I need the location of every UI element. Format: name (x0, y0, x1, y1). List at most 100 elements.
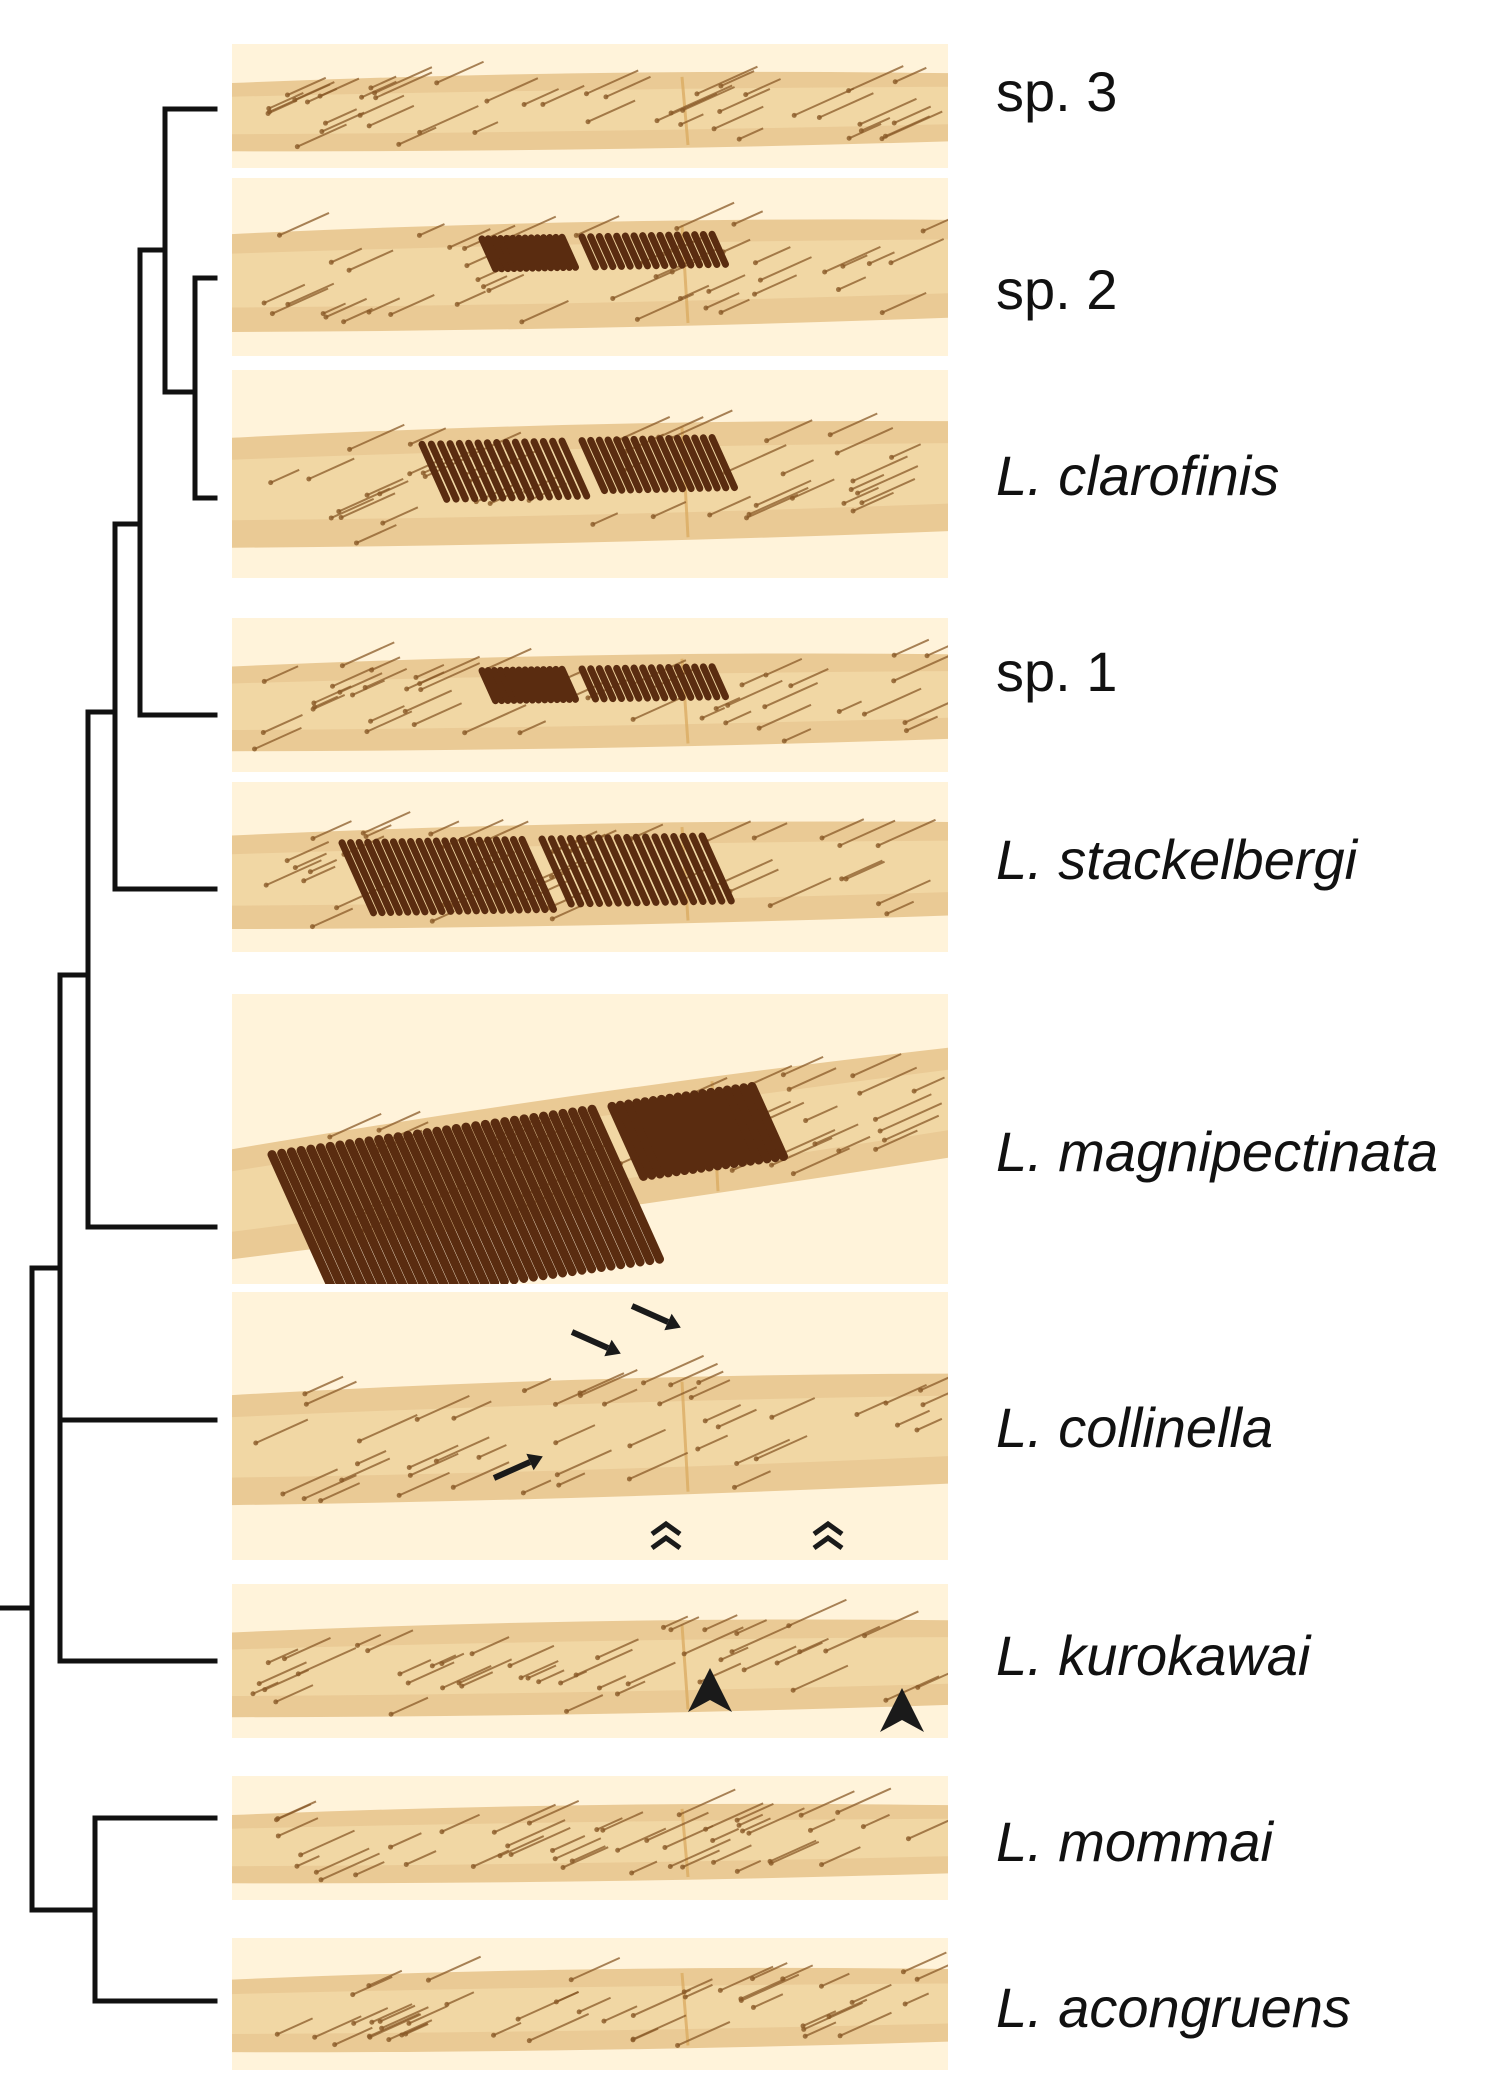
seta (717, 1408, 757, 1428)
seta-socket (526, 2038, 532, 2044)
seta (705, 1802, 764, 1831)
sex-comb-tooth (490, 235, 512, 273)
sex-comb-tooth (739, 1083, 780, 1163)
sex-comb-tooth (432, 837, 472, 915)
sex-comb-tooth (432, 1126, 509, 1284)
sex-comb-tooth (665, 663, 686, 701)
seta (522, 1479, 552, 1494)
seta (325, 297, 368, 318)
seta (891, 443, 922, 459)
seta (420, 662, 481, 691)
seta-socket (601, 1401, 607, 1407)
seta-socket (734, 1817, 740, 1823)
sex-comb-tooth (364, 1136, 439, 1284)
seta (603, 2005, 638, 2023)
seta (474, 820, 529, 847)
seta (369, 2013, 422, 2039)
sex-comb-tooth (708, 230, 729, 268)
sex-comb-tooth (529, 1112, 606, 1272)
seta (368, 1969, 403, 1987)
seta (913, 1076, 945, 1093)
seta (893, 638, 930, 657)
seta (792, 1147, 851, 1175)
seta-socket (417, 681, 423, 687)
sex-comb-tooth (604, 232, 625, 270)
sex-comb-tooth (515, 234, 536, 272)
seta-socket (420, 470, 426, 476)
seta-socket (554, 1472, 560, 1478)
seta-socket (274, 2031, 280, 2037)
seta-socket (365, 1648, 371, 1654)
seta (415, 663, 445, 679)
sex-comb-tooth (511, 438, 544, 501)
seta-socket (368, 85, 374, 91)
tarsal-joint (680, 1381, 690, 1492)
seta (782, 1964, 814, 1980)
seta-socket (731, 221, 737, 227)
seta-socket (644, 1837, 650, 1843)
seta (838, 1135, 871, 1152)
seta-socket (849, 1999, 855, 2005)
sex-comb-tooth (427, 440, 460, 503)
seta (748, 1807, 805, 1835)
sex-comb-tooth (665, 231, 686, 269)
sex-comb-tooth (673, 434, 704, 492)
seta-socket (630, 2037, 636, 2043)
seta-socket (788, 683, 794, 689)
seta-socket (753, 502, 759, 508)
seta (860, 116, 891, 132)
seta (586, 69, 639, 95)
seta-socket (900, 1969, 906, 1975)
sex-comb-tooth (587, 1104, 664, 1264)
seta-socket (416, 232, 422, 238)
seta (788, 1598, 847, 1627)
seta (680, 113, 704, 126)
seta (571, 1845, 606, 1862)
sex-comb-tooth (539, 437, 572, 500)
seta-socket (694, 91, 700, 97)
seta (390, 293, 435, 316)
seta-socket (891, 678, 897, 684)
seta-socket (388, 1711, 394, 1717)
seta (852, 491, 894, 512)
seta-socket (866, 261, 872, 267)
seta (877, 818, 936, 847)
seta (704, 1403, 742, 1422)
sex-comb-tooth (484, 836, 523, 914)
seta-socket (549, 916, 555, 922)
seta-socket (404, 686, 410, 692)
sex-comb-tooth (503, 666, 524, 704)
seta (587, 99, 636, 123)
sex-comb-tooth (548, 1110, 626, 1270)
seta (575, 215, 620, 237)
sex-comb-tooth (639, 664, 660, 702)
seta-socket (846, 135, 852, 141)
seta (483, 275, 508, 288)
seta-socket (891, 652, 897, 658)
seta-socket (439, 1829, 445, 1835)
seta-socket (711, 1859, 717, 1865)
seta-socket (350, 1992, 356, 1998)
sex-comb-tooth (566, 834, 603, 907)
seta (745, 78, 781, 96)
seta (276, 2017, 314, 2036)
sex-comb-tooth (490, 1118, 568, 1278)
seta (828, 1998, 868, 2018)
sex-comb-tooth (480, 1119, 558, 1279)
seta (271, 287, 329, 315)
seta-socket (801, 2026, 807, 2032)
seta (698, 1370, 724, 1384)
seta-socket (585, 695, 591, 701)
seta-socket (339, 1477, 345, 1483)
sex-comb-tooth (613, 834, 651, 907)
sex-comb-tooth (552, 233, 573, 271)
seta-socket (525, 1675, 531, 1681)
seta-socket (312, 704, 318, 710)
seta (800, 1790, 855, 1817)
seta-socket (267, 109, 273, 115)
sex-comb-tooth (412, 1129, 490, 1284)
seta-socket (790, 1171, 796, 1177)
seta-socket (312, 2034, 318, 2040)
sex-comb-tooth (530, 438, 563, 501)
seta (359, 1414, 418, 1442)
